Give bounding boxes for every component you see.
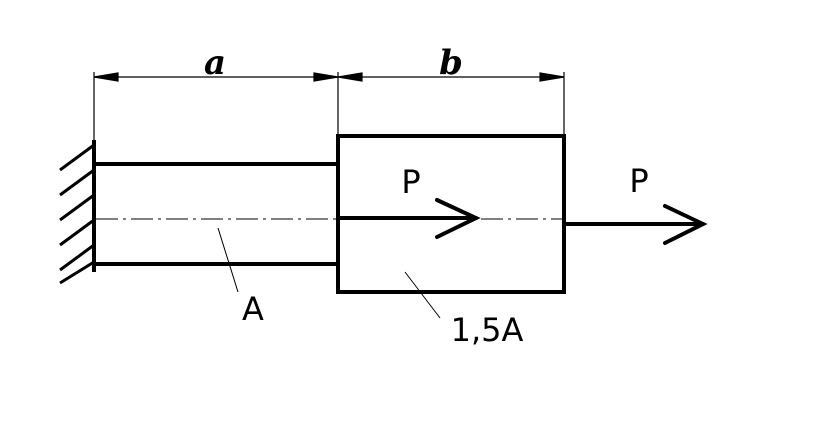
inner-force-label: P [401,163,420,201]
dim-arrow-a-right [313,72,339,82]
fixed-support [59,140,96,285]
leader-line-thick [404,271,441,319]
thin-area-label: A [242,290,264,328]
inner-force-arrow [336,198,481,239]
thick-bar-segment [336,134,566,294]
dimension-label-a: a [204,43,226,83]
outer-force-label: P [629,162,648,200]
thick-area-label: 1,5A [451,311,524,349]
leader-line-thin [217,227,239,293]
dim-arrow-b-right [539,72,565,82]
dim-arrow-a-left [93,72,119,82]
dimension-lines [93,72,565,140]
outer-force-arrow [564,204,708,245]
wall-hatching [59,143,95,285]
dimension-label-b: b [439,43,463,83]
thin-bar-segment [94,162,338,266]
dim-arrow-b-left [337,72,363,82]
